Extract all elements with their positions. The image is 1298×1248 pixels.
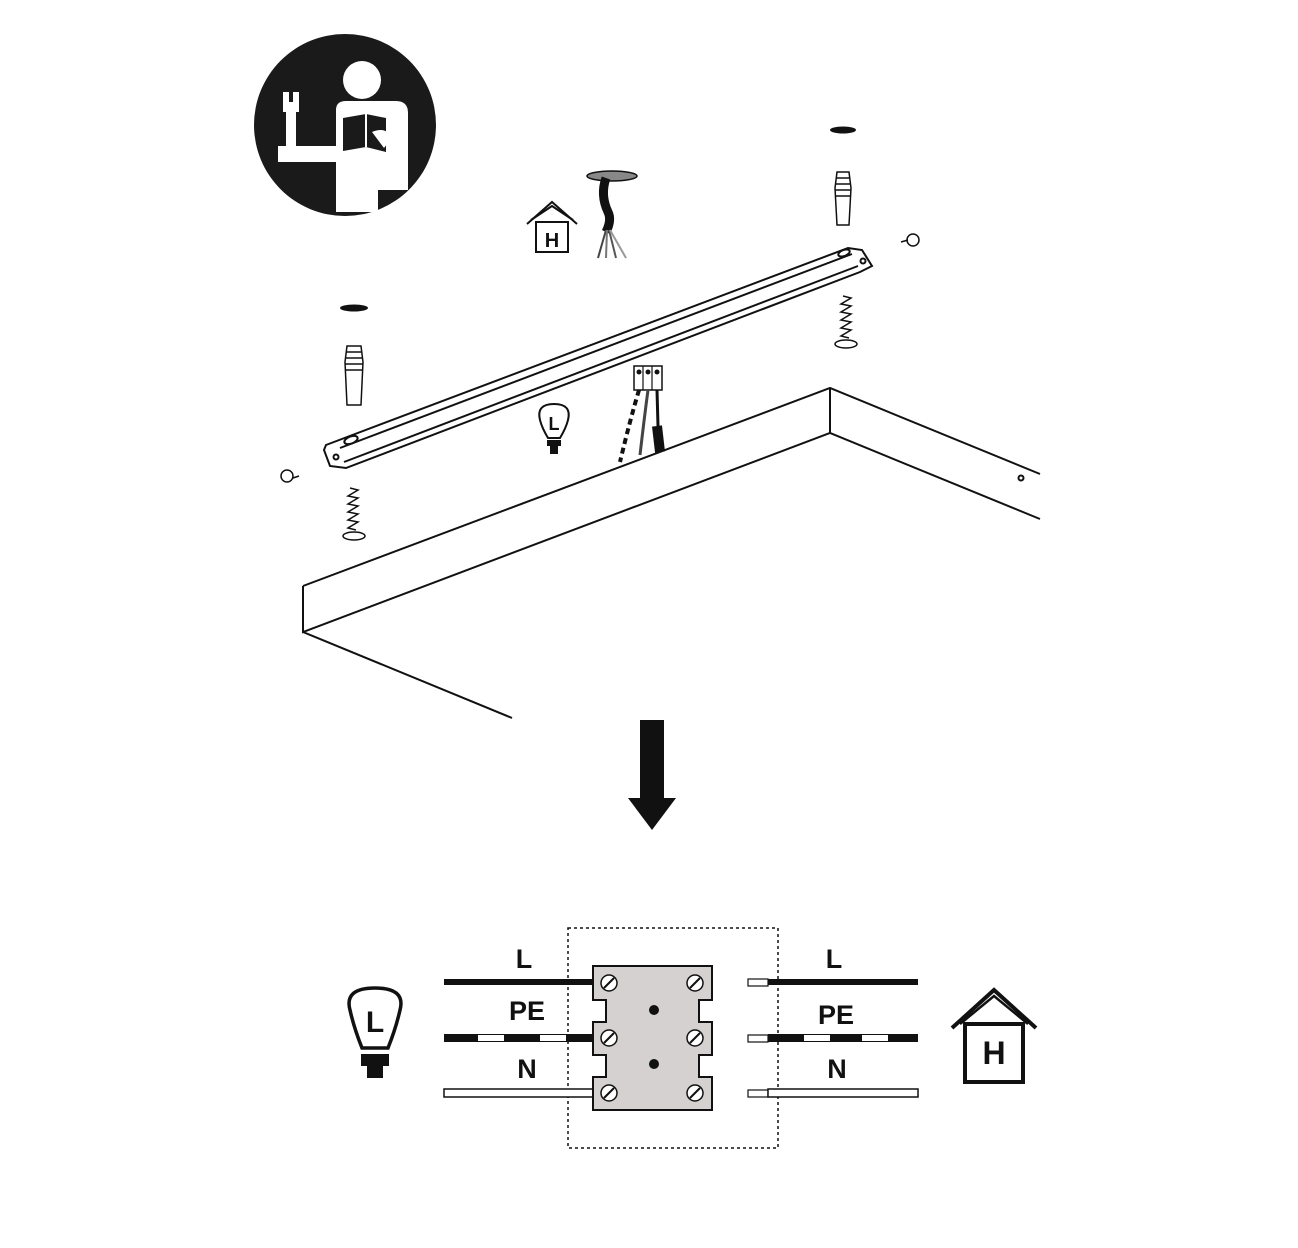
lamp-icon-upper: L xyxy=(538,402,570,454)
label-right-pe: PE xyxy=(818,1000,854,1030)
washer-screw-left xyxy=(280,469,300,483)
label-left-l: L xyxy=(516,944,533,974)
house-icon: H xyxy=(950,987,1038,1084)
read-instructions-icon xyxy=(254,34,436,216)
lamp-wires xyxy=(618,365,665,463)
screw-right xyxy=(834,295,858,349)
wire-right-l xyxy=(747,978,918,987)
label-right-n: N xyxy=(827,1054,847,1084)
house-letter-upper: H xyxy=(545,230,559,252)
lamp-letter-upper: L xyxy=(549,414,560,434)
wiring-diagram: L PE N L PE N L H xyxy=(347,927,1038,1149)
washer-screw-right xyxy=(900,233,920,247)
wall-plug-right xyxy=(830,126,856,226)
lamp-icon: L xyxy=(347,986,403,1078)
label-left-pe: PE xyxy=(509,996,545,1026)
wire-right-n xyxy=(747,1088,919,1098)
label-left-n: N xyxy=(517,1054,537,1084)
label-right-l: L xyxy=(826,944,843,974)
mounting-bracket xyxy=(322,246,874,470)
house-letter: H xyxy=(982,1035,1005,1071)
lamp-letter: L xyxy=(366,1006,384,1039)
wire-left-n xyxy=(443,1088,601,1098)
wire-right-pe xyxy=(747,1034,918,1043)
supply-cable xyxy=(586,170,638,259)
screw-left xyxy=(342,487,366,541)
arrow-down-icon xyxy=(628,720,676,830)
luminaire-panel xyxy=(302,386,1041,719)
house-icon-upper: H xyxy=(526,200,578,253)
terminal-block xyxy=(592,965,713,1111)
wire-left-pe xyxy=(444,1034,600,1042)
wall-plug-left xyxy=(340,304,368,406)
